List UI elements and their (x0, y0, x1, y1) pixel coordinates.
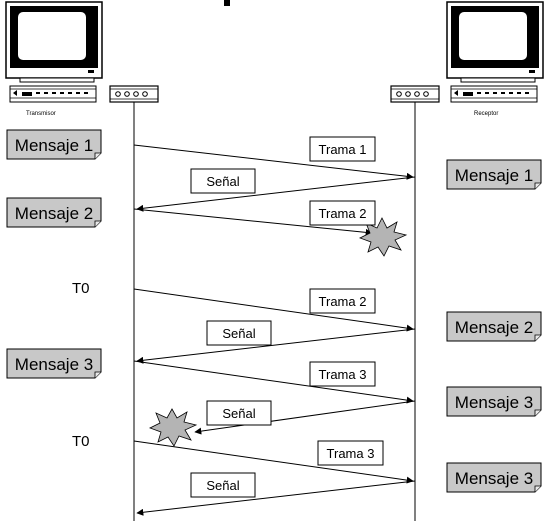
right-message-3a-text: Mensaje 3 (455, 393, 533, 412)
right-message-2-text: Mensaje 2 (455, 318, 533, 337)
frame-loss-burst-icon (358, 217, 408, 257)
signal-4-box (190, 472, 256, 498)
right-message-note-2: Mensaje 2 (446, 311, 542, 342)
signal-1-box (190, 168, 256, 194)
frame-1-arrow (133, 144, 414, 180)
left-message-1-text: Mensaje 1 (15, 136, 93, 155)
frame-2-retry-arrow (133, 288, 414, 332)
signal-1-arrow (136, 176, 416, 212)
receiver-computer-icon (446, 1, 544, 103)
right-message-note-1: Mensaje 1 (446, 159, 542, 190)
timeout-label-1: T0 (72, 280, 90, 297)
frame-1-text: Trama 1 (319, 142, 367, 157)
transmitter-computer-icon (5, 1, 103, 103)
frame-1-box (309, 136, 376, 162)
signal-4-text: Señal (206, 478, 239, 493)
signal-2-text: Señal (222, 326, 255, 341)
signal-2-arrow (136, 328, 416, 364)
left-message-3-text: Mensaje 3 (15, 355, 93, 374)
transmitter-label: Transmisor (26, 111, 56, 117)
signal-4-arrow (136, 480, 416, 516)
right-message-note-3b: Mensaje 3 (446, 462, 542, 493)
right-message-note-3a: Mensaje 3 (446, 386, 542, 417)
frame-2-lost-text: Trama 2 (319, 206, 367, 221)
frame-3-retry-text: Trama 3 (327, 446, 375, 461)
cropped-title-fragment (224, 0, 230, 6)
left-message-note-1: Mensaje 1 (6, 129, 102, 160)
timeout-label-2: T0 (72, 433, 90, 450)
frame-3-retry-arrow (133, 440, 414, 484)
signal-3-lost-arrow (194, 400, 416, 435)
signal-1-text: Señal (206, 174, 239, 189)
receiver-label: Receptor (474, 111, 498, 117)
frame-2-retry-box (309, 288, 376, 314)
signal-3-lost-text: Señal (222, 406, 255, 421)
frame-3-text: Trama 3 (319, 367, 367, 382)
left-message-note-2: Mensaje 2 (6, 197, 102, 228)
signal-3-lost-box (206, 400, 272, 426)
frame-3-retry-box (317, 440, 384, 466)
left-message-note-3: Mensaje 3 (6, 348, 102, 379)
signal-2-box (206, 320, 272, 346)
transmitter-modem-icon (109, 85, 159, 103)
frame-2-lost-arrow (133, 208, 373, 236)
right-message-1-text: Mensaje 1 (455, 166, 533, 185)
right-message-3b-text: Mensaje 3 (455, 469, 533, 488)
signal-loss-burst-icon (148, 408, 198, 447)
frame-2-retry-text: Trama 2 (319, 294, 367, 309)
frame-3-arrow (133, 360, 414, 404)
frame-2-lost-box (309, 200, 376, 226)
receiver-modem-icon (390, 85, 440, 103)
left-message-2-text: Mensaje 2 (15, 204, 93, 223)
frame-3-box (309, 361, 376, 387)
